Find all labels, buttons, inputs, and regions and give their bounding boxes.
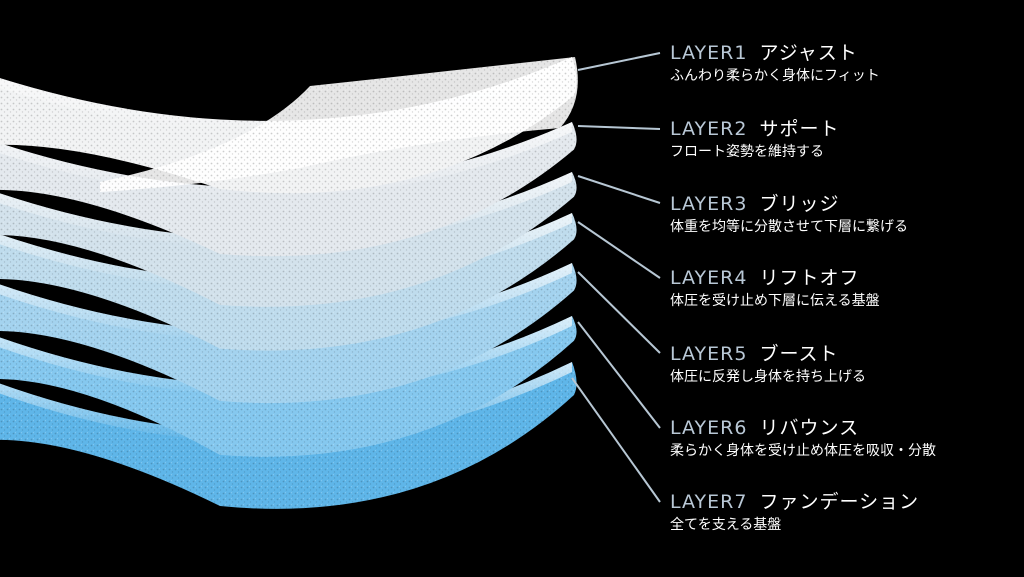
layer-label-6: LAYER6 リバウンス 柔らかく身体を受け止め体圧を吸収・分散 <box>670 416 1010 462</box>
layer-title-2: LAYER2 サポート <box>670 117 1010 141</box>
leader-line-6 <box>577 321 661 429</box>
layer-description: ふんわり柔らかく身体にフィット <box>670 68 880 84</box>
layer-name: LAYER4 <box>670 267 748 289</box>
layer-label-7: LAYER7 ファンデーション 全てを支える基盤 <box>670 490 1010 536</box>
layer-kind: ファンデーション <box>759 491 920 513</box>
foam-stack <box>0 57 578 509</box>
leader-lines <box>571 52 661 503</box>
layer-description: 体重を均等に分散させて下層に繋げる <box>670 219 908 235</box>
layer-title-6: LAYER6 リバウンス <box>670 416 1010 440</box>
layer-name: LAYER1 <box>670 42 748 64</box>
leader-line-3 <box>577 175 661 204</box>
leader-line-5 <box>577 271 661 354</box>
layer-title-5: LAYER5 ブースト <box>670 342 1010 366</box>
layer-label-1: LAYER1 アジャスト ふんわり柔らかく身体にフィット <box>670 41 1010 87</box>
leader-line-1 <box>577 52 661 71</box>
layer-kind: ブリッジ <box>759 193 840 215</box>
layer-name: LAYER3 <box>670 193 748 215</box>
layer-label-4: LAYER4 リフトオフ 体圧を受け止め下層に伝える基盤 <box>670 266 1010 312</box>
leader-line-7 <box>571 377 661 503</box>
foam-layer-1-mat-texture <box>100 57 578 192</box>
layer-description: 体圧を受け止め下層に伝える基盤 <box>670 293 880 309</box>
layer-name: LAYER6 <box>670 417 748 439</box>
layer-kind: アジャスト <box>759 42 858 64</box>
leader-line-4 <box>577 221 661 279</box>
layer-label-5: LAYER5 ブースト 体圧に反発し身体を持ち上げる <box>670 342 1010 388</box>
layer-description: フロート姿勢を維持する <box>670 144 824 160</box>
layer-name: LAYER5 <box>670 343 748 365</box>
layer-title-3: LAYER3 ブリッジ <box>670 192 1010 216</box>
layer-name: LAYER2 <box>670 118 748 140</box>
layer-kind: ブースト <box>759 343 839 365</box>
layer-kind: リバウンス <box>759 417 860 439</box>
layer-description: 全てを支える基盤 <box>670 517 782 533</box>
layer-label-3: LAYER3 ブリッジ 体重を均等に分散させて下層に繋げる <box>670 192 1010 238</box>
layer-name: LAYER7 <box>670 491 748 513</box>
leader-line-2 <box>577 125 661 130</box>
layer-description: 体圧に反発し身体を持ち上げる <box>670 369 866 385</box>
layer-description: 柔らかく身体を受け止め体圧を吸収・分散 <box>670 443 936 459</box>
layer-kind: リフトオフ <box>759 267 860 289</box>
layer-title-4: LAYER4 リフトオフ <box>670 266 1010 290</box>
layer-title-7: LAYER7 ファンデーション <box>670 490 1010 514</box>
layer-title-1: LAYER1 アジャスト <box>670 41 1010 65</box>
layer-label-2: LAYER2 サポート フロート姿勢を維持する <box>670 117 1010 163</box>
layer-kind: サポート <box>759 118 840 140</box>
